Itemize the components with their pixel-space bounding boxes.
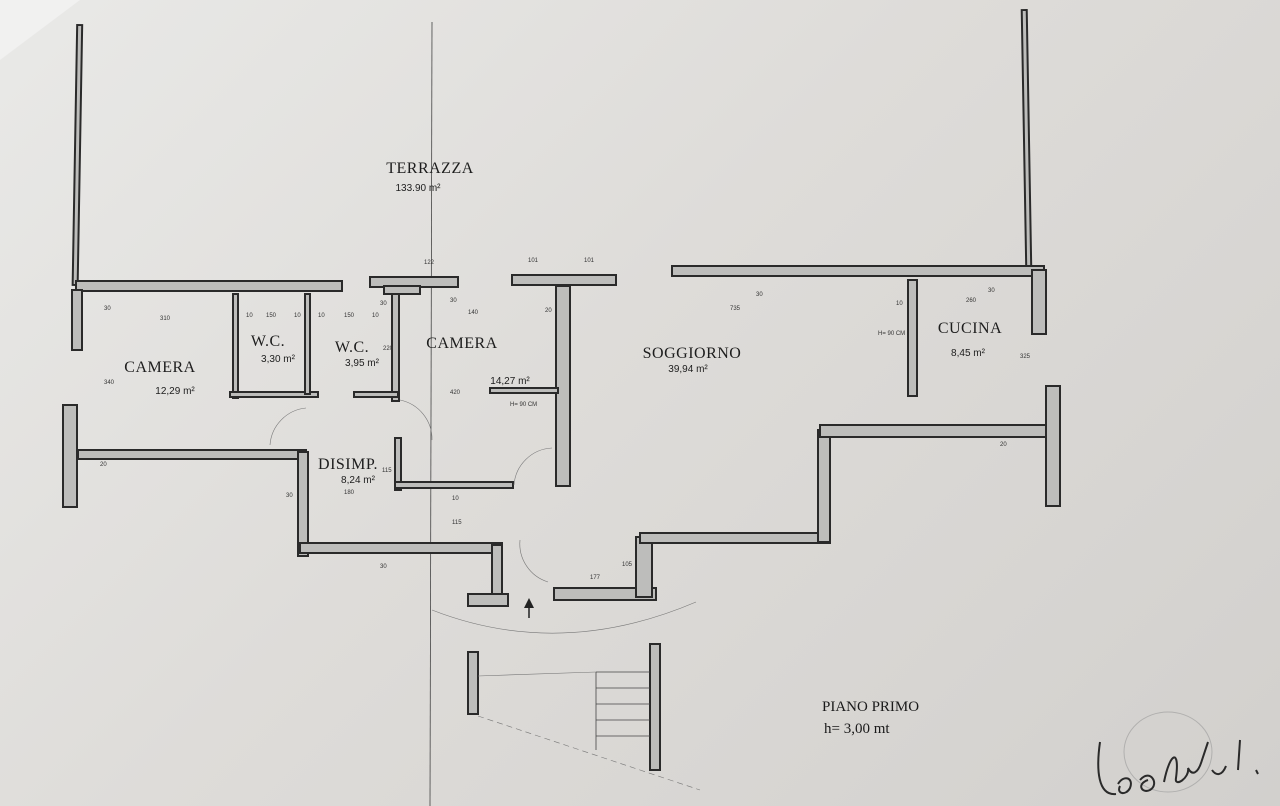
dim-label: 30 [380,301,387,307]
dim-label: 325 [1020,354,1031,360]
dim-label: 10 [896,301,903,307]
dim-label: 101 [528,258,539,264]
dim-label: 105 [622,562,633,568]
dim-label: 735 [730,306,741,312]
dim-label: 115 [382,468,392,474]
room-area-camera-center: 14,27 m² [490,376,530,387]
staircase [467,643,701,791]
room-area-wc-2: 3,95 m² [345,358,380,369]
room-area-cucina: 8,45 m² [951,348,986,359]
dim-label: 20 [100,462,107,468]
room-name-camera-center: CAMERA [426,335,497,352]
dim-label: 30 [988,288,995,294]
terrace-wall-left [71,23,84,287]
dim-label: 420 [450,390,461,396]
door-swings [269,399,697,634]
dim-label: 30 [286,493,293,499]
dim-label: 340 [104,380,115,386]
floor-height: h= 3,00 mt [824,721,890,737]
dim-label: 10 [246,313,253,319]
terrace-wall-right [1020,8,1033,270]
room-name-camera-left: CAMERA [124,359,195,376]
dim-label: 20 [545,308,552,314]
dim-label: 20 [1000,442,1007,448]
dim-label: 260 [966,298,977,304]
dim-label: 150 [266,313,277,319]
dim-label: 30 [756,292,763,298]
dim-label: 150 [344,313,355,319]
stamp-icon [1123,711,1213,793]
room-area-soggiorno: 39,94 m² [668,364,708,375]
top-facade-walls [75,265,1045,292]
dimension-labels: 310 10 150 10 10 150 10 30 30 140 20 101… [100,258,1031,581]
interior-walls [229,269,1047,491]
room-area-camera-left: 12,29 m² [155,386,195,397]
dim-label: 180 [344,490,355,496]
dim-label: 10 [372,313,379,319]
dim-label: 10 [452,496,459,502]
room-name-wc-2: W.C. [335,339,369,356]
dim-label: 101 [584,258,595,264]
dim-label: 30 [450,298,457,304]
floor-title: PIANO PRIMO [822,699,919,715]
room-name-terrazza: TERRAZZA [386,160,474,177]
dim-note: H= 90 CM [510,402,537,408]
dim-label: 30 [380,564,387,570]
lower-outer-walls [297,385,1061,607]
signature [1097,739,1259,796]
room-name-soggiorno: SOGGIORNO [643,345,742,362]
dim-label: 10 [318,313,325,319]
axis-line [429,21,433,806]
dim-label: 310 [160,316,171,322]
dim-label: 140 [468,310,479,316]
dim-label: 177 [590,575,601,581]
room-name-cucina: CUCINA [938,320,1002,337]
dim-label: 30 [104,306,111,312]
paper-corner-glare [0,0,80,60]
room-area-disimp: 8,24 m² [341,475,376,486]
dim-label: 10 [294,313,301,319]
dim-label: 115 [452,520,462,526]
left-outer-walls [62,289,307,508]
room-name-disimp: DISIMP. [318,456,378,473]
dim-label: 220 [383,346,394,352]
entry-arrow-icon [524,598,534,608]
room-area-wc-1: 3,30 m² [261,354,296,365]
dim-label: 122 [424,260,435,266]
room-area-terrazza: 133.90 m² [395,183,441,194]
room-name-wc-1: W.C. [251,333,285,350]
dim-note: H= 90 CM [878,331,905,337]
